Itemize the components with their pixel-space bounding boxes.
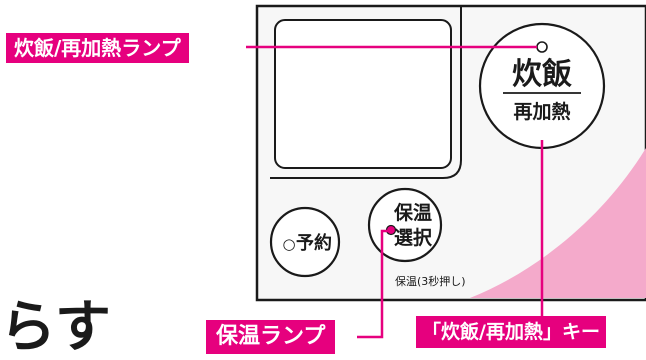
pink-accent-area <box>470 148 646 298</box>
keep-warm-select-button[interactable] <box>367 187 443 263</box>
page-heading-fragment: らす <box>0 295 111 360</box>
cook-button-main-label: 炊飯 <box>512 57 572 92</box>
rice-key-callout: 「炊飯/再加熱」キー <box>416 316 606 348</box>
keep-warm-label-line1: 保温 <box>393 201 432 224</box>
keep-warm-lamp-callout: 保温ランプ <box>206 320 336 354</box>
timer-circle-mark: ○ <box>282 235 295 253</box>
keep-warm-hold-note: 保温(3秒押し) <box>395 274 466 288</box>
display-outer-frame <box>270 5 462 179</box>
keep-warm-lamp-leader-line <box>357 229 391 339</box>
display-window <box>274 19 452 169</box>
timer-button[interactable] <box>269 206 341 278</box>
keep-warm-label-line2: 選択 <box>394 227 433 249</box>
timer-button-label: 予約 <box>296 232 332 254</box>
cook-reheat-lamp <box>536 41 548 53</box>
cook-button-sub-label: 再加熱 <box>513 100 570 123</box>
rice-lamp-callout: 炊飯/再加熱ランプ <box>6 33 189 63</box>
